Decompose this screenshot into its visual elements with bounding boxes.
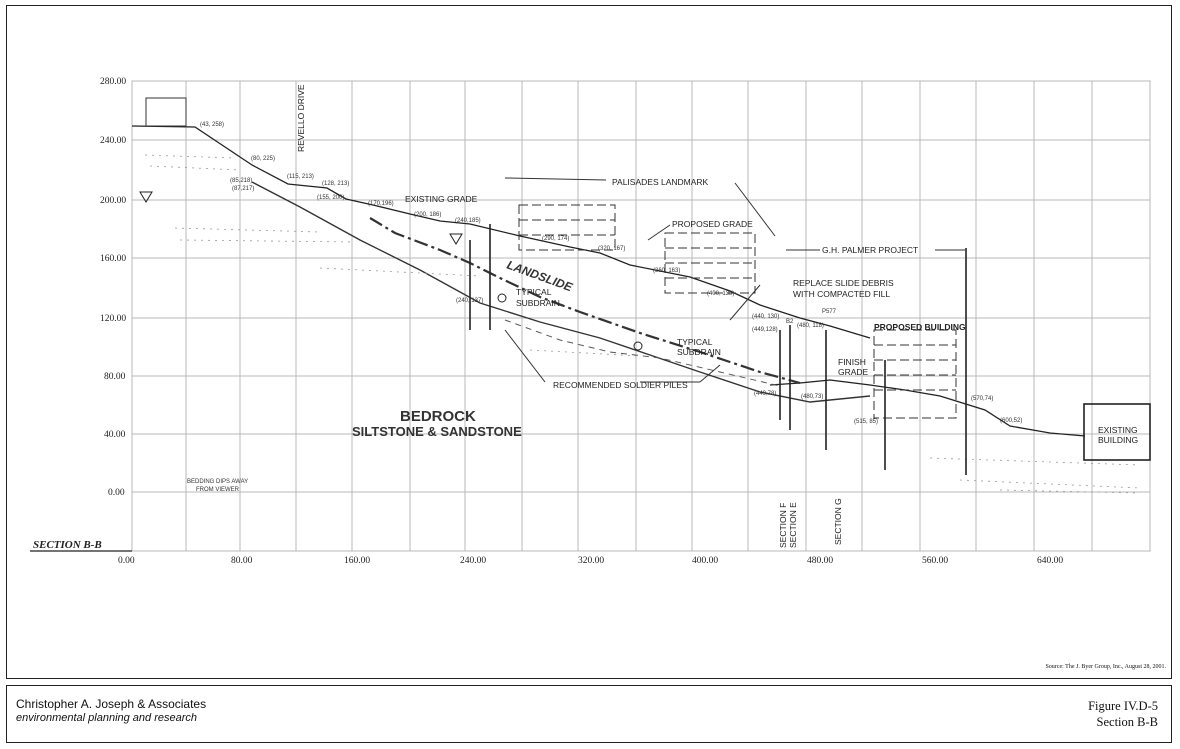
- coordinate-label: (240, 137): [456, 298, 483, 304]
- typical-subdrain-label: SUBDRAIN: [516, 298, 560, 308]
- coordinate-label: (600,52): [1000, 418, 1022, 424]
- lower-bedding-line: [504, 319, 781, 387]
- y-tick-label: 240.00: [100, 136, 126, 146]
- elevation-coordinates: (43, 258) (80, 225) (85,218) (87,217) (1…: [200, 122, 1022, 425]
- title-block-frame: [6, 685, 1172, 743]
- coordinate-label: (155, 200): [317, 195, 344, 201]
- bedding-note: BEDDING DIPS AWAY: [187, 479, 248, 485]
- section-e-label: SECTION E: [788, 502, 798, 548]
- coordinate-label: (449,78): [754, 391, 776, 397]
- proposed-grade-boxes: [518, 204, 957, 419]
- callout-leaders: [504, 177, 965, 383]
- coordinate-label: (515, 85): [854, 419, 878, 425]
- subdrain-icon: [633, 341, 643, 351]
- coordinate-label: (200, 186): [414, 212, 441, 218]
- x-tick-label: 320.00: [578, 556, 604, 566]
- bedrock-contact-line: [251, 181, 871, 403]
- stipple-zones: [144, 154, 1141, 494]
- coordinate-label: (320, 167): [598, 246, 625, 252]
- coordinate-label: (240,185): [455, 218, 481, 224]
- coordinate-label: (400, 138): [707, 291, 734, 297]
- figure-caption: Section B-B: [1096, 715, 1158, 729]
- x-tick-label: 160.00: [344, 556, 370, 566]
- drawing-frame: [6, 5, 1172, 679]
- y-axis-ticks: 280.00 240.00 200.00 160.00 120.00 80.00…: [100, 77, 126, 498]
- coordinate-label: (360, 163): [653, 268, 680, 274]
- x-tick-label: 640.00: [1037, 556, 1063, 566]
- typical-subdrain-label: TYPICAL: [677, 337, 713, 347]
- coordinate-label: (449,128): [752, 327, 778, 333]
- y-tick-label: 160.00: [100, 254, 126, 264]
- y-tick-label: 40.00: [104, 430, 126, 440]
- existing-grade-label: EXISTING GRADE: [405, 194, 478, 204]
- street-label: REVELLO DRIVE: [296, 84, 306, 152]
- typical-subdrain-label: SUBDRAIN: [677, 347, 721, 357]
- replace-debris-label-2: WITH COMPACTED FILL: [793, 289, 890, 299]
- x-tick-label: 80.00: [231, 556, 253, 566]
- y-tick-label: 200.00: [100, 196, 126, 206]
- y-tick-label: 280.00: [100, 77, 126, 87]
- x-tick-label: 400.00: [692, 556, 718, 566]
- soldier-piles-label: RECOMMENDED SOLDIER PILES: [553, 380, 688, 390]
- existing-building-label: BUILDING: [1098, 435, 1138, 445]
- coordinate-label: (570,74): [971, 396, 993, 402]
- coordinate-label: (480, 118): [797, 323, 824, 329]
- grid: [131, 80, 1151, 552]
- finish-grade-label: FINISH: [838, 357, 866, 367]
- existing-grade-line: [131, 125, 871, 339]
- section-g-label: SECTION G: [833, 498, 843, 545]
- x-axis-ticks: 0.00 80.00 160.00 240.00 320.00 400.00 4…: [118, 556, 1063, 566]
- firm-name: Christopher A. Joseph & Associates: [16, 697, 207, 711]
- subdrain-icon: [497, 293, 507, 303]
- x-tick-label: 480.00: [807, 556, 833, 566]
- proposed-grade-line: [769, 379, 1086, 437]
- palisades-landmark-label: PALISADES LANDMARK: [612, 177, 709, 187]
- coordinate-label: (87,217): [232, 186, 254, 192]
- replace-debris-label-1: REPLACE SLIDE DEBRIS: [793, 278, 894, 288]
- coordinate-label: (115, 213): [287, 174, 314, 180]
- coordinate-label: (80, 225): [251, 156, 275, 162]
- water-table-marker: [449, 233, 463, 245]
- siltstone-label: SILTSTONE & SANDSTONE: [352, 424, 522, 439]
- proposed-building-label: PROPOSED BUILDING: [874, 322, 966, 332]
- coordinate-label: (43, 258): [200, 122, 224, 128]
- source-note: Source: The J. Byer Group, Inc., August …: [1045, 664, 1166, 670]
- x-tick-label: 0.00: [118, 556, 135, 566]
- y-tick-label: 120.00: [100, 314, 126, 324]
- firm-tagline: environmental planning and research: [16, 712, 198, 724]
- soldier-piles: [469, 224, 967, 475]
- bedding-note: FROM VIEWER: [196, 487, 240, 493]
- x-tick-label: 240.00: [460, 556, 486, 566]
- y-tick-label: 80.00: [104, 372, 126, 382]
- section-f-label: SECTION F: [778, 503, 788, 548]
- bedrock-label: BEDROCK: [400, 408, 476, 425]
- coordinate-label: (290, 174): [542, 236, 569, 242]
- y-tick-label: 0.00: [108, 488, 125, 498]
- gh-palmer-project-label: G.H. PALMER PROJECT: [822, 245, 918, 255]
- figure-number: Figure IV.D-5: [1088, 699, 1158, 713]
- coordinate-label: (480,73): [801, 394, 823, 400]
- proposed-grade-label: PROPOSED GRADE: [672, 219, 753, 229]
- coordinate-label: (170,196): [368, 201, 394, 207]
- water-table-marker: [139, 191, 153, 203]
- existing-house-outline: [145, 97, 187, 127]
- coordinate-label: (85,218): [230, 178, 252, 184]
- coordinate-label: (440, 130): [752, 314, 779, 320]
- typical-subdrain-label: TYPICAL: [516, 287, 552, 297]
- boring-p577-label: P577: [822, 309, 837, 315]
- landslide-basal-surface: [369, 217, 801, 385]
- x-tick-label: 560.00: [922, 556, 948, 566]
- coordinate-label: (128, 213): [322, 181, 349, 187]
- section-title: SECTION B-B: [33, 539, 102, 551]
- finish-grade-label: GRADE: [838, 367, 869, 377]
- existing-building-box: [1083, 403, 1151, 461]
- boring-b2-label: B2: [786, 319, 794, 325]
- existing-building-label: EXISTING: [1098, 425, 1138, 435]
